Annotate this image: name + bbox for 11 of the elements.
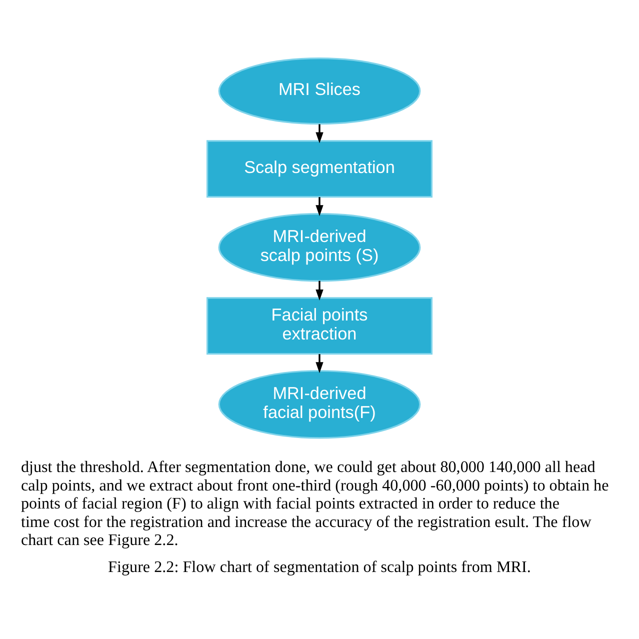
caption: Figure 2.2: Flow chart of segmentation of scalp points from MRI. [108, 558, 531, 576]
arrow [316, 124, 324, 143]
node-ellipse: MRI-derived facial points(F) [218, 370, 421, 438]
arrow [316, 354, 324, 373]
label: djust the threshold. After segmentation done, we could get about 80,000 140,000 all head calp points, and we extract about front one-third (rough 40,000 -60,000 points) to obtain he points of facial region (F) to align with facial points extracted in order to reduce the time cost for the registration and increase the accuracy of the registration esult. The flow chart can see Figure 2.2. [20, 458, 609, 549]
arrow [316, 280, 324, 300]
node-box: Facial points extraction [206, 296, 433, 354]
arrow [316, 196, 324, 216]
node-box: Scalp segmentation [206, 140, 433, 198]
node-ellipse: MRI Slices [218, 57, 421, 124]
node-ellipse: MRI-derived scalp points (S) [218, 212, 421, 282]
